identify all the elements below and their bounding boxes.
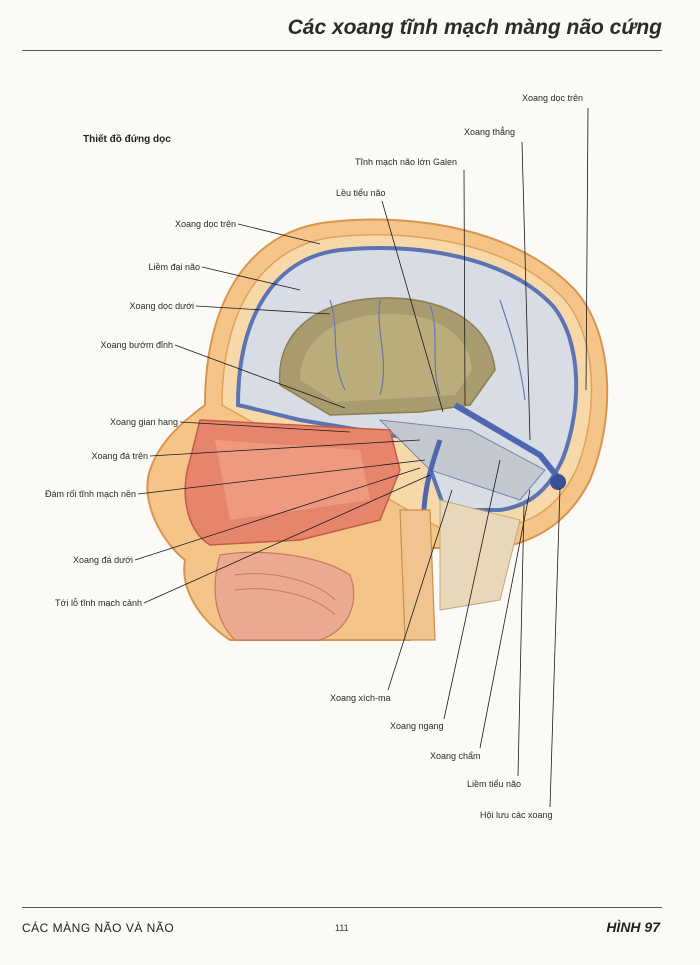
label-sphenoparietal: Xoang bướm đỉnh (100, 340, 173, 350)
figure-subtitle: Thiết đồ đứng dọc (83, 134, 171, 145)
tongue (214, 551, 355, 641)
label-confluence: Hội lưu các xoang (480, 810, 553, 820)
label-cavernous: Xoang gian hang (109, 417, 178, 427)
label-sigmoid-sinus: Xoang xích-ma (330, 693, 391, 703)
label-jugular-foramen: Tới lỗ tĩnh mạch cảnh (55, 598, 142, 608)
label-great-cerebral-vein: Tĩnh mạch não lớn Galen (355, 157, 457, 167)
footer-rule (22, 907, 662, 908)
label-falx-cerebelli: Liềm tiểu não (467, 779, 522, 789)
label-superior-sagittal-left: Xoang dọc trên (174, 219, 236, 229)
page-number: 111 (335, 923, 349, 933)
straight-sinus (453, 402, 563, 482)
section-title: CÁC MÀNG NÃO VÀ NÃO (22, 921, 175, 935)
tentorium (378, 419, 546, 501)
page-title: Các xoang tĩnh mạch màng não cứng (287, 16, 662, 39)
falx-inner (300, 313, 472, 402)
label-straight-sinus: Xoang thẳng (464, 127, 516, 137)
label-falx-cerebri: Liềm đại não (148, 262, 200, 272)
label-inferior-petrosal: Xoang đá dưới (73, 555, 133, 565)
label-basilar-plexus: Đám rối tĩnh mạch nền (44, 489, 136, 499)
cervical-spine (399, 509, 436, 641)
figure-number: HÌNH 97 (606, 919, 660, 935)
label-superior-sagittal-top: Xoang dọc trên (522, 93, 584, 103)
header-rule (22, 50, 662, 51)
label-tentorium: Lều tiểu não (336, 188, 386, 198)
label-superior-petrosal: Xoang đá trên (91, 451, 148, 461)
label-inferior-sagittal: Xoang dọc dưới (129, 301, 194, 311)
label-occipital-sinus: Xoang chẩm (430, 751, 481, 761)
sinus-confluence (550, 474, 566, 490)
label-transverse-sinus: Xoang ngang (390, 721, 444, 731)
